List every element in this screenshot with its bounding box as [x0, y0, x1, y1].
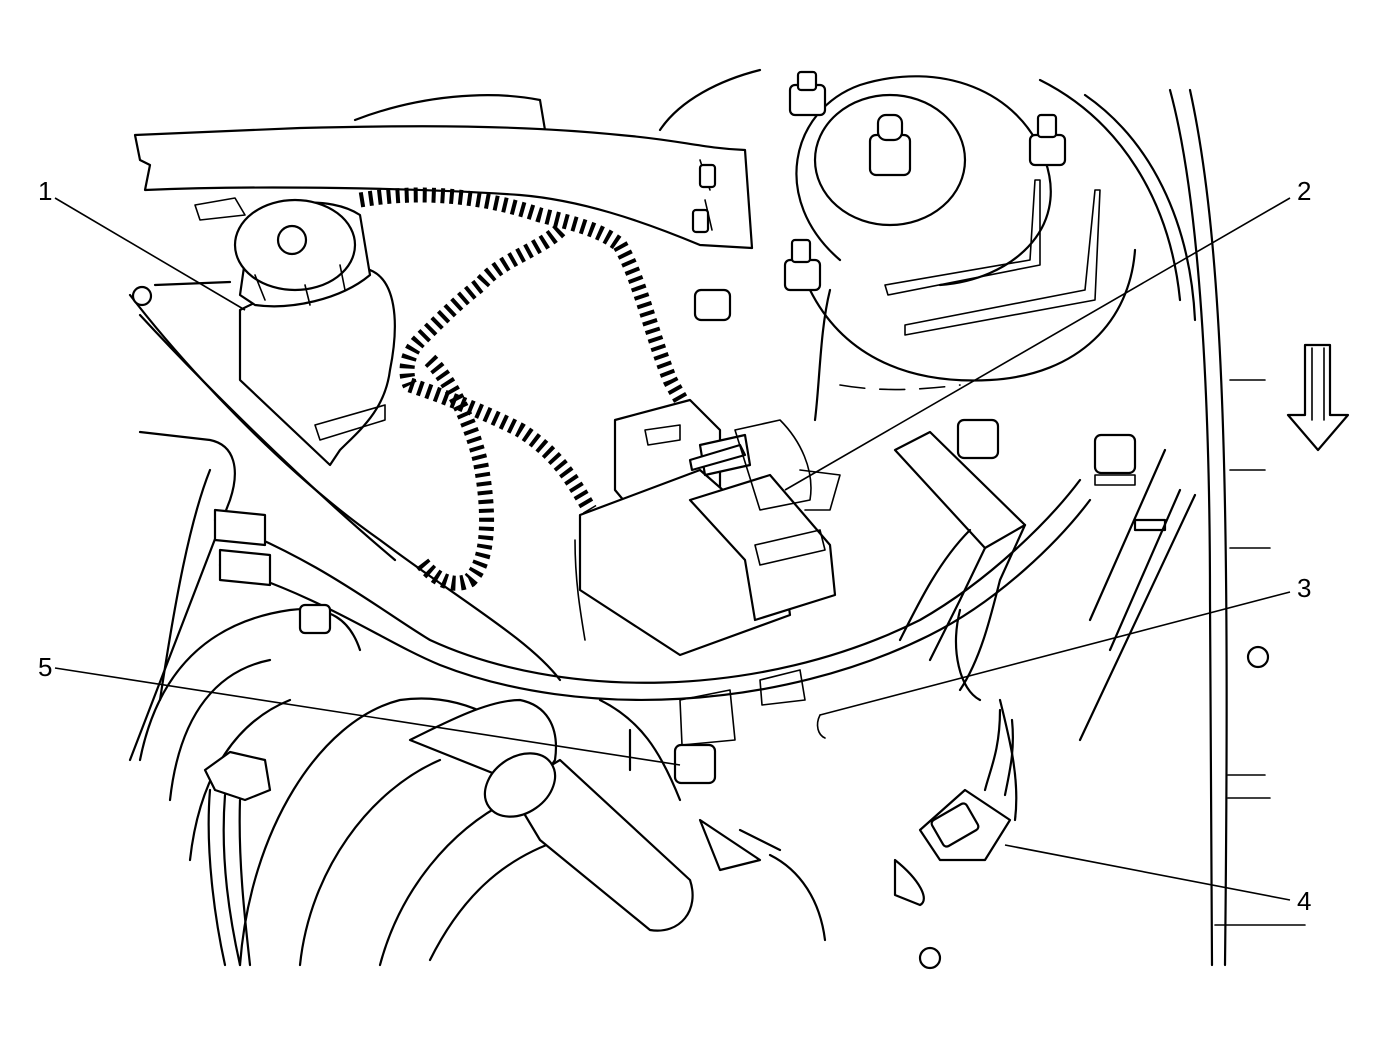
- sensor-connector: [893, 708, 1015, 907]
- relay-connector: [574, 398, 841, 746]
- callout-2: 2: [1297, 176, 1311, 206]
- down-arrow-icon: [1286, 343, 1350, 452]
- hose-lines: [128, 280, 1092, 701]
- upper-brace: [133, 125, 754, 250]
- callout-leaders: [54, 197, 1291, 901]
- lower-engine: [138, 603, 827, 967]
- callout-5: 5: [38, 652, 52, 682]
- wiring-harness: [358, 187, 698, 591]
- tower-stud: [1028, 113, 1067, 167]
- hex-nut: [298, 603, 332, 635]
- callout-1: 1: [38, 176, 52, 206]
- leader-line-2: [784, 197, 1291, 491]
- leader-line-1: [54, 197, 246, 311]
- callout-3: 3: [1297, 573, 1311, 603]
- left-harness-clip: [203, 750, 272, 967]
- bracket-clip: [816, 418, 1137, 739]
- strut-tower: [693, 70, 1137, 422]
- hex-nut: [956, 418, 1000, 460]
- tower-stud: [783, 238, 822, 292]
- hex-nut: [693, 288, 732, 322]
- leader-line-5: [54, 667, 681, 766]
- strut-nut: [868, 113, 912, 177]
- leader-line-3: [819, 591, 1291, 716]
- tower-stud: [788, 70, 827, 117]
- hex-nut: [1093, 433, 1137, 475]
- callout-4: 4: [1297, 886, 1311, 916]
- fluid-reservoir: [194, 197, 396, 467]
- leader-line-4: [1004, 844, 1291, 901]
- hex-nut: [673, 743, 717, 785]
- body-contours: [128, 68, 1306, 970]
